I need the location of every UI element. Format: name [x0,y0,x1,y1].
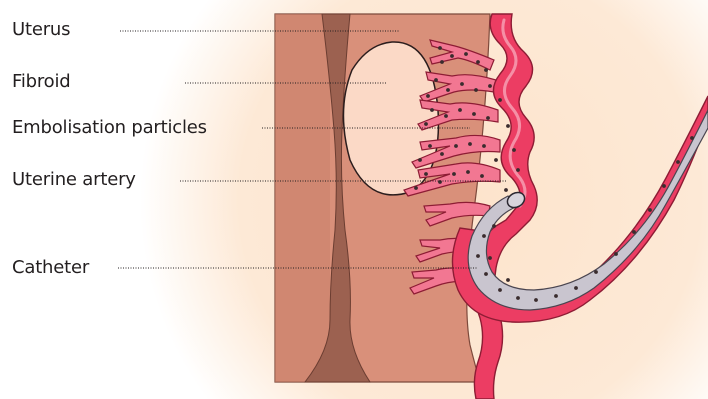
label-catheter: Catheter [12,258,89,278]
label-embolisation-particles: Embolisation particles [12,118,207,138]
label-uterus: Uterus [12,20,70,40]
uterus-outer-band [275,14,330,382]
label-uterine-artery: Uterine artery [12,170,136,190]
label-fibroid: Fibroid [12,72,71,92]
